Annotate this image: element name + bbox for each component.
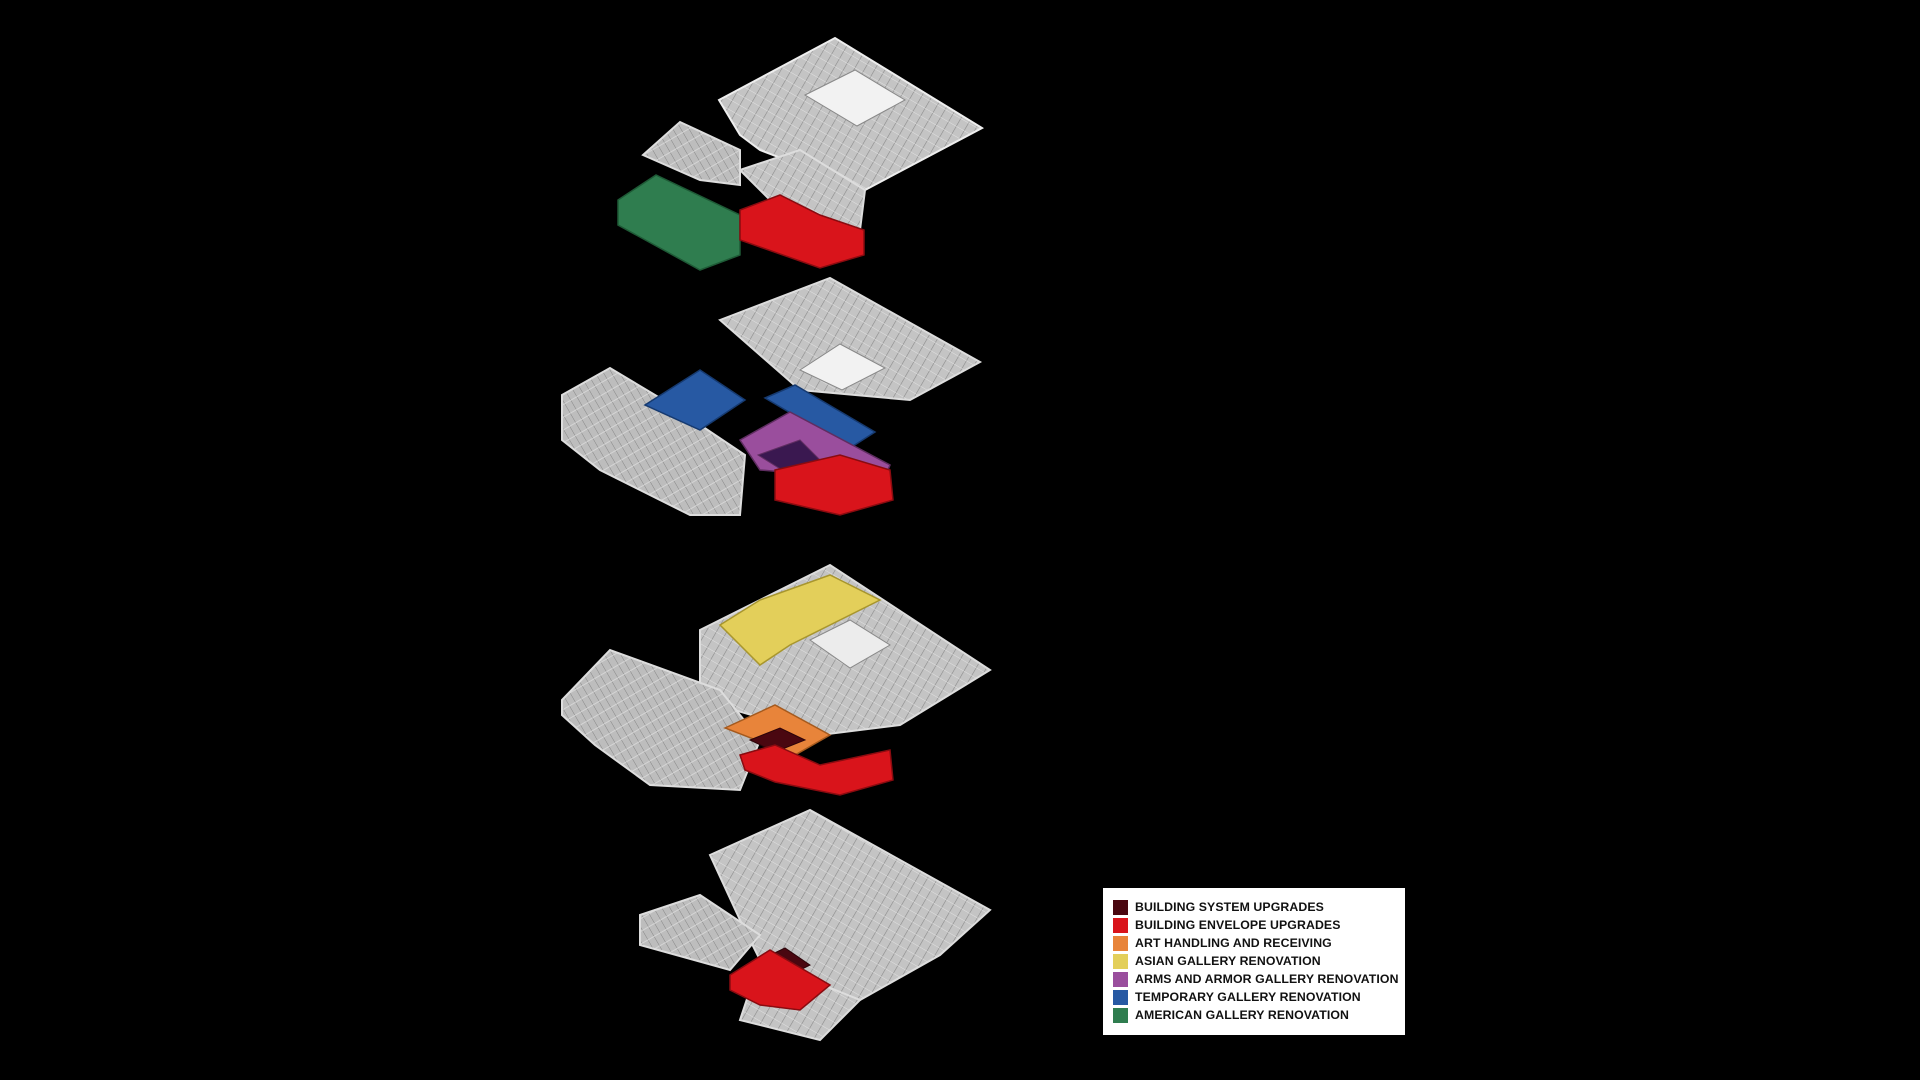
legend-label: AMERICAN GALLERY RENOVATION: [1135, 1008, 1350, 1022]
legend-swatch: [1113, 989, 1128, 1005]
legend-item-building-system: BUILDING SYSTEM UPGRADES: [1113, 898, 1405, 916]
legend-item-temporary-gallery: TEMPORARY GALLERY RENOVATION: [1113, 988, 1405, 1006]
floor-level-1: [639, 808, 992, 1042]
legend-item-art-handling: ART HANDLING AND RECEIVING: [1113, 934, 1405, 952]
building-envelope-zone: [739, 194, 865, 269]
temporary-gallery-zone: [643, 369, 747, 431]
legend-item-building-envelope: BUILDING ENVELOPE UPGRADES: [1113, 916, 1405, 934]
courtyard: [803, 69, 907, 127]
building-envelope-zone: [729, 949, 832, 1011]
legend-swatch: [1113, 971, 1128, 987]
legend-swatch: [1113, 935, 1128, 951]
legend-label: TEMPORARY GALLERY RENOVATION: [1135, 990, 1361, 1004]
legend-item-arms-armor: ARMS AND ARMOR GALLERY RENOVATION: [1113, 970, 1405, 988]
legend-swatch: [1113, 1007, 1128, 1023]
legend: BUILDING SYSTEM UPGRADES BUILDING ENVELO…: [1103, 888, 1405, 1035]
legend-label: ARMS AND ARMOR GALLERY RENOVATION: [1135, 972, 1399, 986]
floor-plate: [639, 893, 762, 972]
courtyard: [809, 619, 891, 669]
american-gallery-zone: [617, 174, 741, 271]
courtyard: [798, 343, 887, 391]
floor-level-2: [561, 563, 992, 796]
legend-item-asian-gallery: ASIAN GALLERY RENOVATION: [1113, 952, 1405, 970]
floor-plate: [718, 276, 983, 402]
building-envelope-zone: [774, 454, 894, 516]
floor-level-4: [617, 36, 985, 271]
legend-item-american-gallery: AMERICAN GALLERY RENOVATION: [1113, 1006, 1405, 1024]
legend-swatch: [1113, 953, 1128, 969]
floor-level-3: [561, 276, 983, 516]
asian-gallery-zone: [718, 574, 882, 666]
legend-label: ART HANDLING AND RECEIVING: [1135, 936, 1332, 950]
floor-plate: [641, 120, 741, 187]
floor-plate: [561, 366, 747, 516]
legend-label: BUILDING SYSTEM UPGRADES: [1135, 900, 1324, 914]
building-envelope-zone: [739, 744, 894, 796]
floor-plate: [561, 648, 762, 792]
legend-swatch: [1113, 917, 1128, 933]
legend-swatch: [1113, 899, 1128, 915]
legend-label: BUILDING ENVELOPE UPGRADES: [1135, 918, 1341, 932]
legend-label: ASIAN GALLERY RENOVATION: [1135, 954, 1321, 968]
